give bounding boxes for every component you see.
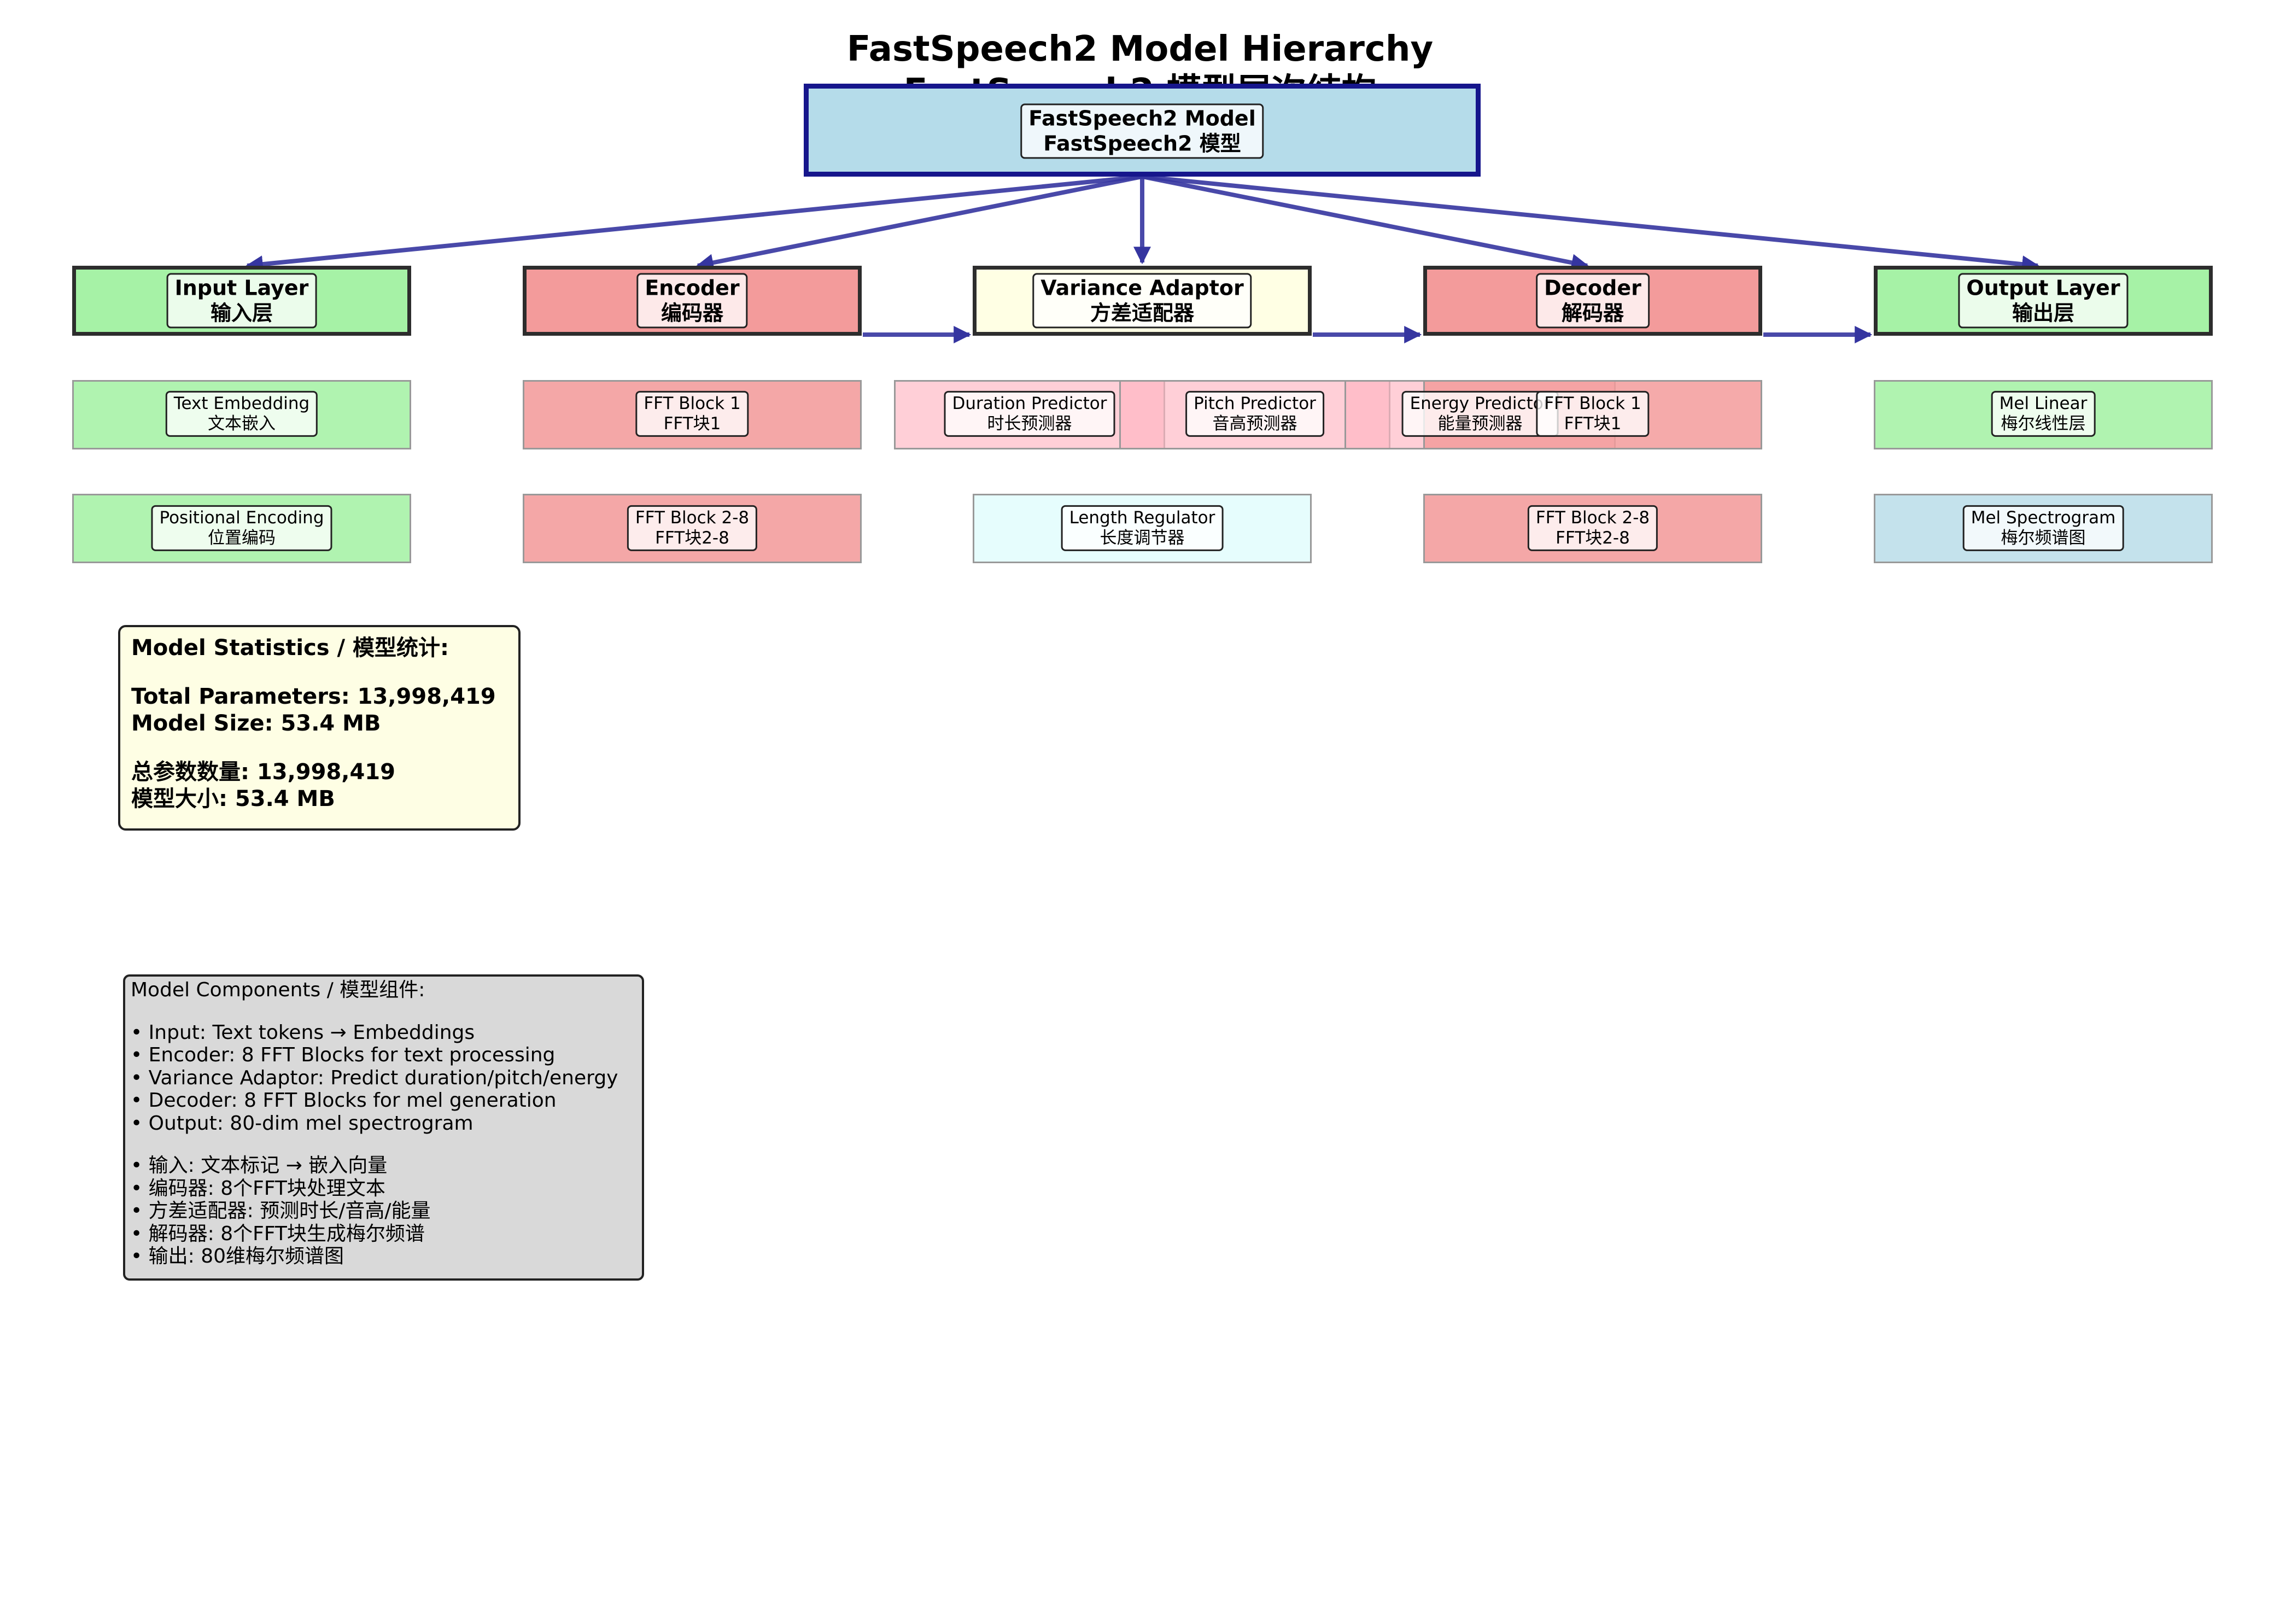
stats-heading: Model Statistics / 模型统计: — [131, 635, 449, 661]
stats-total-parameters-zh: 总参数数量: 13,998,419 — [131, 760, 395, 785]
diagram-title: FastSpeech2 Model Hierarchy — [846, 29, 1434, 69]
arrow-root-to-encoder — [695, 174, 1143, 272]
components-item: • Input: Text tokens → Embeddings — [131, 1021, 475, 1044]
components-item-zh: • 输入: 文本标记 → 嵌入向量 — [131, 1154, 388, 1177]
components-item-zh: • 方差适配器: 预测时长/音高/能量 — [131, 1200, 431, 1222]
stats-model-size: Model Size: 53.4 MB — [131, 711, 381, 736]
components-item: • Output: 80-dim mel spectrogram — [131, 1112, 473, 1135]
components-heading: Model Components / 模型组件: — [131, 979, 425, 1001]
model-statistics-panel: Model Statistics / 模型统计: Total Parameter… — [118, 625, 521, 831]
stats-total-parameters: Total Parameters: 13,998,419 — [131, 684, 496, 709]
components-item: • Decoder: 8 FFT Blocks for mel generati… — [131, 1089, 557, 1112]
components-item-zh: • 编码器: 8个FFT块处理文本 — [131, 1177, 385, 1200]
components-item-zh: • 解码器: 8个FFT块生成梅尔频谱 — [131, 1222, 425, 1245]
arrow-root-to-output — [1142, 174, 2040, 273]
components-item: • Encoder: 8 FFT Blocks for text process… — [131, 1044, 556, 1066]
root-node-label: FastSpeech2 Model FastSpeech2 模型 — [1020, 103, 1264, 159]
model-components-panel: Model Components / 模型组件: • Input: Text t… — [123, 974, 644, 1281]
components-item-zh: • 输出: 80维梅尔频谱图 — [131, 1245, 344, 1267]
stats-model-size-zh: 模型大小: 53.4 MB — [131, 786, 335, 811]
arrow-root-to-input — [245, 174, 1143, 273]
arrow-root-to-decoder — [1142, 174, 1589, 272]
components-item: • Variance Adaptor: Predict duration/pit… — [131, 1066, 618, 1089]
